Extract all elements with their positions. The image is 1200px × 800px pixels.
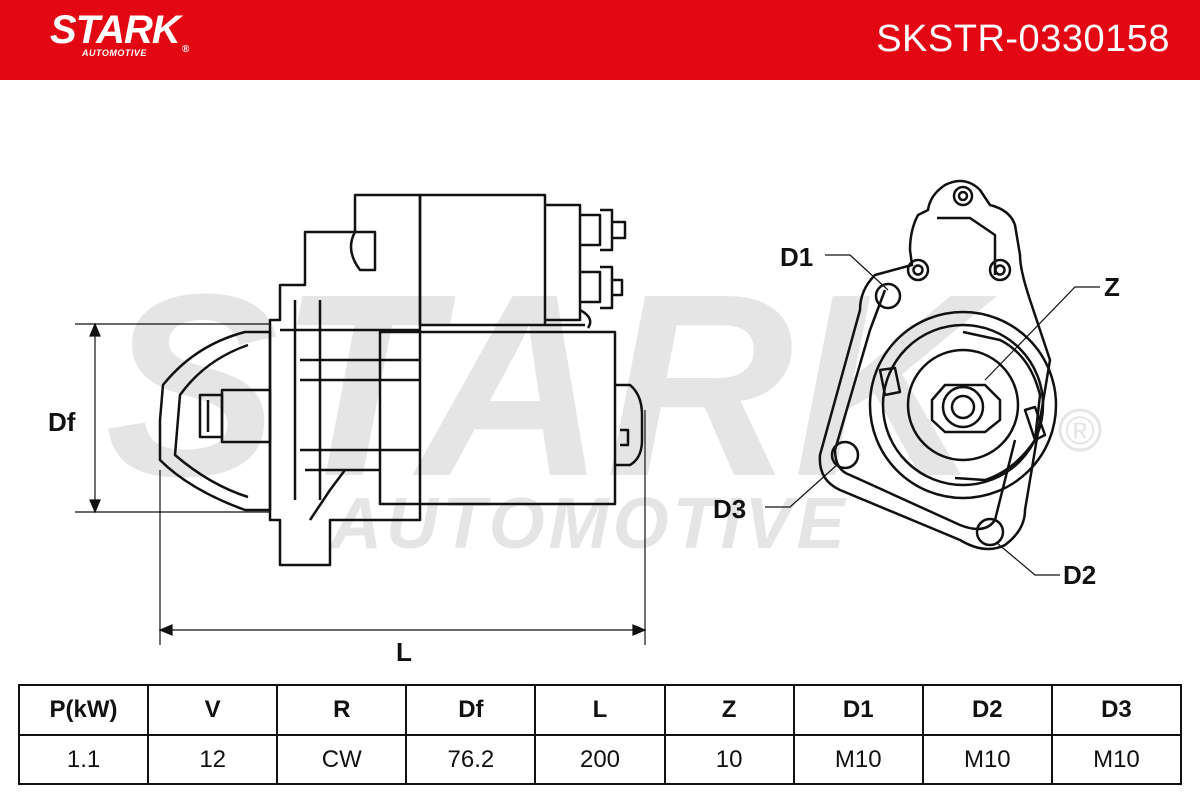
- header-d2: D2: [921, 684, 1053, 736]
- dimension-lines: [75, 322, 647, 645]
- solenoid-body: [418, 193, 547, 327]
- d1-label: D1: [780, 242, 813, 272]
- value-d3: M10: [1050, 734, 1183, 785]
- header-rotation: R: [276, 684, 408, 736]
- housing-ribs: [293, 300, 322, 500]
- pinion-hub: [941, 385, 985, 429]
- motor-body: [378, 330, 617, 506]
- top-screw: [952, 185, 974, 207]
- mounting-flange: [818, 179, 1052, 551]
- header-bar: STARK® AUTOMOTIVE SKSTR-0330158: [0, 0, 1200, 80]
- foot-lines: [308, 469, 346, 521]
- l-label: L: [396, 637, 412, 667]
- starter-side-view: [158, 193, 644, 567]
- part-number: SKSTR-0330158: [876, 18, 1170, 60]
- header-d3: D3: [1050, 684, 1183, 736]
- pinion-bore: [950, 394, 976, 420]
- d2-leader: [996, 542, 1060, 576]
- d2-label: D2: [1063, 560, 1096, 590]
- watermark-main: STARK: [105, 241, 1001, 531]
- motor-inner-ring: [906, 348, 1020, 462]
- watermark-sub: AUTOMOTIVE: [328, 484, 849, 564]
- spec-table: P(kW) V R Df L Z D1 D2 D3 1.1 12 CW 76.2…: [17, 684, 1183, 785]
- brand-name: STARK: [50, 8, 181, 52]
- end-bolt: [620, 428, 630, 447]
- l-extension-lines: [159, 410, 646, 645]
- terminal-lower-nut: [600, 265, 614, 310]
- value-power: 1.1: [17, 734, 150, 785]
- motor-ring: [881, 323, 1045, 487]
- value-rotation: CW: [276, 734, 408, 785]
- terminal-upper-nut: [600, 208, 614, 252]
- value-voltage: 12: [147, 734, 279, 785]
- flange-top-edge: [937, 216, 997, 275]
- terminal-lower-stud: [612, 278, 624, 297]
- technical-drawing: STARK AUTOMOTIVE ®: [48, 179, 1120, 667]
- leader-lines: [765, 254, 1100, 576]
- terminal-upper-stud: [612, 220, 627, 240]
- z-leader: [984, 286, 1100, 381]
- drive-nose: [158, 330, 272, 512]
- df-arrows: [89, 322, 101, 514]
- value-d1: M10: [792, 734, 924, 785]
- watermark: STARK AUTOMOTIVE ®: [105, 241, 1102, 564]
- df-label: Df: [48, 407, 76, 437]
- screw-right-center: [994, 264, 1006, 276]
- header-teeth: Z: [663, 684, 795, 736]
- d3-label: D3: [713, 494, 746, 524]
- value-flange-diameter: 76.2: [405, 734, 537, 785]
- terminal-upper-base: [580, 213, 602, 247]
- z-label: Z: [1104, 272, 1120, 302]
- brand-subtitle: AUTOMOTIVE: [82, 48, 147, 58]
- screw-left-center: [912, 264, 924, 276]
- lever-housing: [349, 230, 377, 272]
- motor-outer-ring: [868, 310, 1058, 500]
- screw-left: [906, 258, 930, 282]
- value-length: 200: [534, 734, 666, 785]
- pinion-gear: [930, 383, 1002, 434]
- value-teeth: 10: [663, 734, 795, 785]
- header-length: L: [534, 684, 666, 736]
- d3-leader: [765, 463, 839, 508]
- value-d2: M10: [921, 734, 1053, 785]
- header-flange-diameter: Df: [405, 684, 537, 736]
- df-extension-lines: [75, 323, 270, 513]
- screw-right: [988, 258, 1012, 282]
- header-d1: D1: [792, 684, 924, 736]
- spec-table-value-row: 1.1 12 CW 76.2 200 10 M10 M10 M10: [17, 734, 1183, 785]
- hole-d3: [830, 440, 860, 470]
- housing-lines: [280, 328, 420, 472]
- end-cap: [615, 383, 644, 467]
- hole-d2: [975, 517, 1005, 547]
- header-voltage: V: [147, 684, 279, 736]
- top-screw-center: [957, 190, 969, 202]
- clip-right: [1023, 405, 1047, 442]
- clip-left: [878, 366, 902, 397]
- solenoid-cap: [545, 203, 582, 322]
- spec-table-header-row: P(kW) V R Df L Z D1 D2 D3: [17, 684, 1183, 736]
- hole-d1: [874, 282, 902, 310]
- starter-front-view: [818, 179, 1058, 551]
- terminal-lower-base: [580, 270, 602, 304]
- watermark-registered-circle: [1058, 408, 1102, 452]
- drive-nose-inner: [173, 343, 249, 499]
- watermark-registered-mark: ®: [1065, 409, 1094, 453]
- l-arrows: [158, 624, 647, 636]
- registered-mark: ®: [181, 44, 189, 55]
- stark-logo: STARK® AUTOMOTIVE: [50, 8, 189, 58]
- terminal-wire: [579, 308, 592, 329]
- d1-leader: [825, 254, 889, 291]
- header-power: P(kW): [17, 684, 150, 736]
- flange-inner-edge: [833, 289, 1017, 531]
